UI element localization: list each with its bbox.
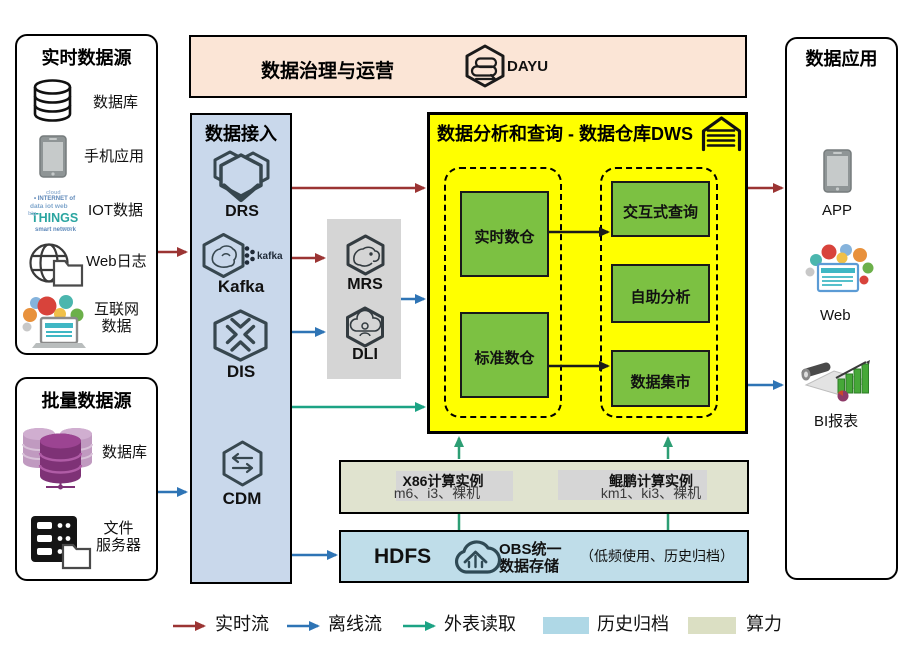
svg-text:smart network: smart network [35, 227, 77, 233]
svg-text:• INTERNET of: • INTERNET of [34, 196, 76, 202]
svg-text:THINGS: THINGS [31, 211, 78, 225]
svg-text:cloud: cloud [46, 190, 61, 196]
svg-text:data iot web: data iot web [30, 203, 68, 210]
svg-text:big: big [28, 211, 36, 217]
svg-text:app: app [62, 226, 72, 232]
svg-text:kafka: kafka [257, 251, 283, 262]
